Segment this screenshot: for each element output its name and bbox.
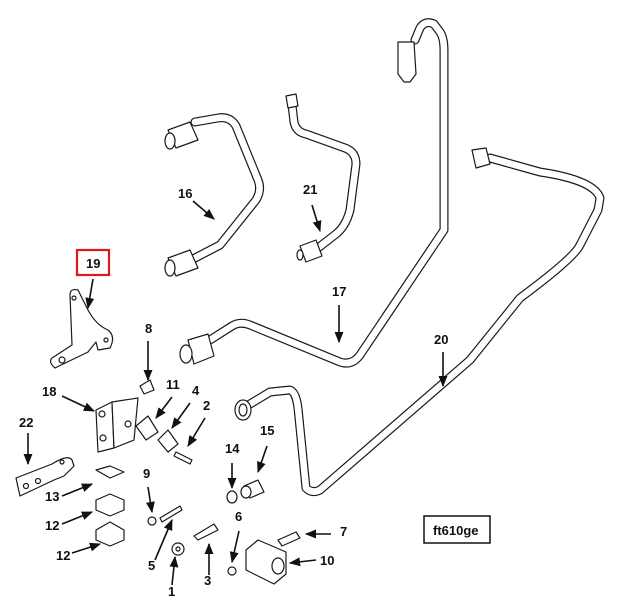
clamp-4[interactable] bbox=[157, 429, 179, 453]
bracket-19[interactable] bbox=[49, 288, 114, 369]
callout-14[interactable]: 14 bbox=[225, 441, 240, 456]
callout-19-highlight-box bbox=[75, 248, 111, 277]
callout-5[interactable]: 5 bbox=[148, 558, 155, 573]
callout-9[interactable]: 9 bbox=[143, 466, 150, 481]
block-12-lower[interactable] bbox=[95, 521, 125, 547]
callout-6[interactable]: 6 bbox=[235, 509, 242, 524]
callout-15[interactable]: 15 bbox=[260, 423, 274, 438]
washer-1[interactable] bbox=[171, 542, 185, 556]
tube-16[interactable] bbox=[164, 113, 265, 277]
callout-7[interactable]: 7 bbox=[340, 524, 347, 539]
bolt-8[interactable] bbox=[139, 379, 155, 395]
tube-17[interactable] bbox=[179, 18, 449, 368]
bolt-5[interactable] bbox=[159, 505, 183, 523]
reference-code-box: ft610ge bbox=[423, 515, 491, 544]
callout-20[interactable]: 20 bbox=[434, 332, 448, 347]
o-ring-14[interactable] bbox=[226, 490, 238, 504]
plate-13[interactable] bbox=[95, 465, 125, 479]
tube-21[interactable] bbox=[285, 93, 361, 263]
callout-11[interactable]: 11 bbox=[166, 377, 180, 392]
callout-22[interactable]: 22 bbox=[19, 415, 33, 430]
callout-18[interactable]: 18 bbox=[42, 384, 56, 399]
callout-4[interactable]: 4 bbox=[192, 383, 200, 398]
plug-15[interactable] bbox=[240, 479, 265, 499]
fitting-nut bbox=[164, 121, 199, 150]
callout-21[interactable]: 21 bbox=[303, 182, 317, 197]
nut-9[interactable] bbox=[147, 516, 157, 526]
callout-8[interactable]: 8 bbox=[145, 321, 152, 336]
fitting-nut bbox=[164, 249, 199, 277]
nut-6[interactable] bbox=[227, 566, 237, 576]
fitting-nut bbox=[179, 333, 215, 365]
callout-12-upper[interactable]: 12 bbox=[45, 518, 59, 533]
callout-16[interactable]: 16 bbox=[178, 186, 192, 201]
callout-10[interactable]: 10 bbox=[320, 553, 334, 568]
callout-13[interactable]: 13 bbox=[45, 489, 59, 504]
callout-labels: 16 21 17 20 19 8 18 11 4 2 22 14 15 9 13… bbox=[19, 182, 448, 599]
bracket-22[interactable] bbox=[15, 457, 75, 497]
clamp-11[interactable] bbox=[135, 415, 159, 441]
tube-20[interactable] bbox=[234, 147, 605, 497]
fitting-nut bbox=[397, 41, 417, 83]
bolt-7[interactable] bbox=[277, 531, 301, 547]
bolt-2[interactable] bbox=[173, 451, 193, 465]
callout-arrows bbox=[23, 200, 448, 586]
callout-12-lower[interactable]: 12 bbox=[56, 548, 70, 563]
reference-code: ft610ge bbox=[433, 523, 479, 538]
callout-1[interactable]: 1 bbox=[168, 584, 175, 599]
callout-19[interactable]: 19 bbox=[86, 256, 100, 271]
block-10[interactable] bbox=[245, 539, 287, 585]
bracket-18[interactable] bbox=[95, 397, 139, 453]
block-12-upper[interactable] bbox=[95, 493, 125, 517]
bolt-3[interactable] bbox=[193, 523, 219, 541]
callout-3[interactable]: 3 bbox=[204, 573, 211, 588]
callout-17[interactable]: 17 bbox=[332, 284, 346, 299]
callout-2[interactable]: 2 bbox=[203, 398, 210, 413]
